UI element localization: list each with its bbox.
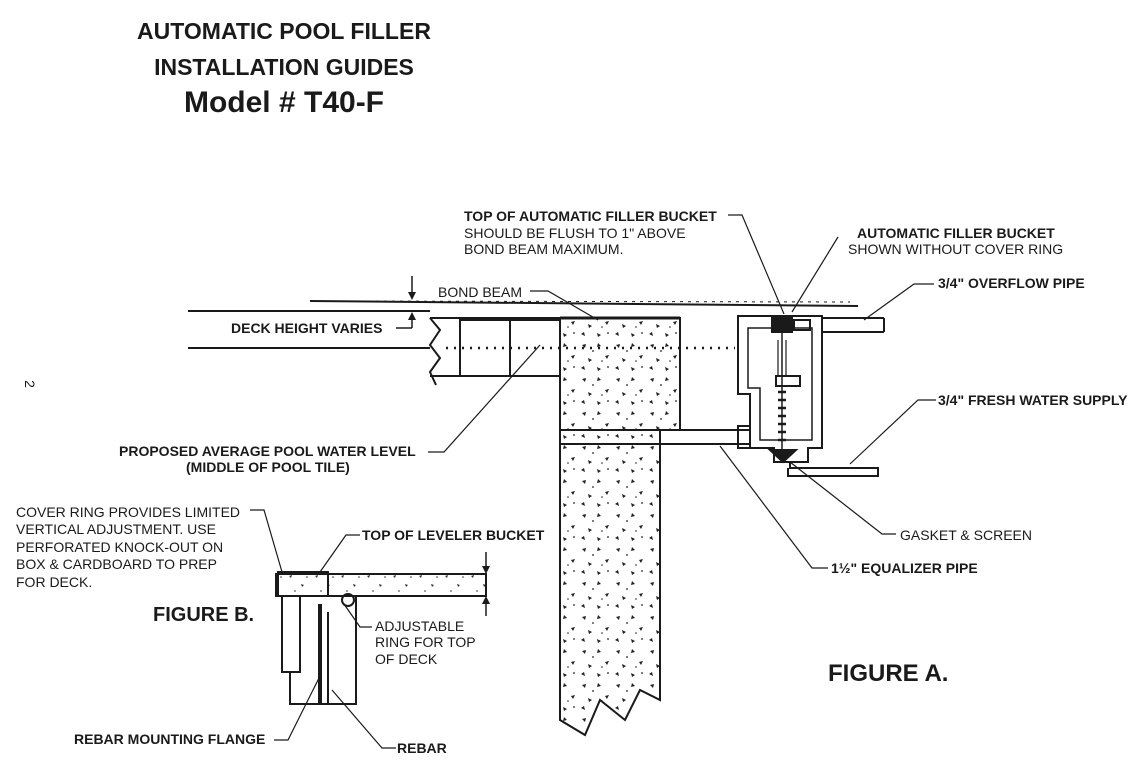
- label-water-level-line2: (MIDDLE OF POOL TILE): [186, 459, 350, 475]
- label-adjustable-ring-line3: OF DECK: [375, 651, 438, 667]
- label-cover-ring-line2: VERTICAL ADJUSTMENT. USE: [16, 521, 216, 537]
- label-cover-ring-line4: BOX & CARDBOARD TO PREP: [16, 556, 217, 572]
- label-cover-ring: COVER RING PROVIDES LIMITED: [16, 504, 241, 520]
- label-equalizer-pipe: 1½" EQUALIZER PIPE: [831, 560, 978, 576]
- label-bond-beam: BOND BEAM: [438, 284, 523, 300]
- label-filler-bucket-line2: SHOWN WITHOUT COVER RING: [848, 241, 1064, 257]
- label-top-of-filler-bucket: TOP OF AUTOMATIC FILLER BUCKET: [464, 208, 717, 224]
- label-top-of-leveler-bucket: TOP OF LEVELER BUCKET: [362, 527, 545, 543]
- label-rebar: REBAR: [397, 740, 447, 756]
- label-overflow-pipe: 3/4" OVERFLOW PIPE: [938, 275, 1085, 291]
- title-line-1: AUTOMATIC POOL FILLER: [137, 18, 431, 44]
- figure-a-drawing: [188, 214, 936, 737]
- label-filler-bucket: AUTOMATIC FILLER BUCKET: [857, 225, 1055, 241]
- title-line-2: INSTALLATION GUIDES: [154, 54, 414, 80]
- label-cover-ring-line3: PERFORATED KNOCK-OUT ON: [16, 539, 224, 555]
- label-adjustable-ring-line2: RING FOR TOP: [375, 634, 476, 650]
- figure-b-drawing: [250, 509, 490, 749]
- label-gasket-screen: GASKET & SCREEN: [900, 527, 1033, 543]
- label-deck-height: DECK HEIGHT VARIES: [231, 320, 383, 336]
- model-number: Model # T40-F: [183, 86, 385, 119]
- label-fresh-water-supply: 3/4" FRESH WATER SUPPLY: [938, 392, 1128, 408]
- figure-b-caption: FIGURE B.: [153, 604, 255, 626]
- label-top-of-filler-bucket-line3: BOND BEAM MAXIMUM.: [464, 241, 624, 257]
- label-cover-ring-line5: FOR DECK.: [16, 574, 93, 590]
- label-water-level: PROPOSED AVERAGE POOL WATER LEVEL: [119, 443, 416, 459]
- label-rebar-mounting-flange: REBAR MOUNTING FLANGE: [74, 731, 266, 747]
- label-top-of-filler-bucket-line2: SHOULD BE FLUSH TO 1" ABOVE: [464, 225, 686, 241]
- figure-a-caption: FIGURE A.: [828, 660, 949, 687]
- label-adjustable-ring: ADJUSTABLE: [375, 618, 465, 634]
